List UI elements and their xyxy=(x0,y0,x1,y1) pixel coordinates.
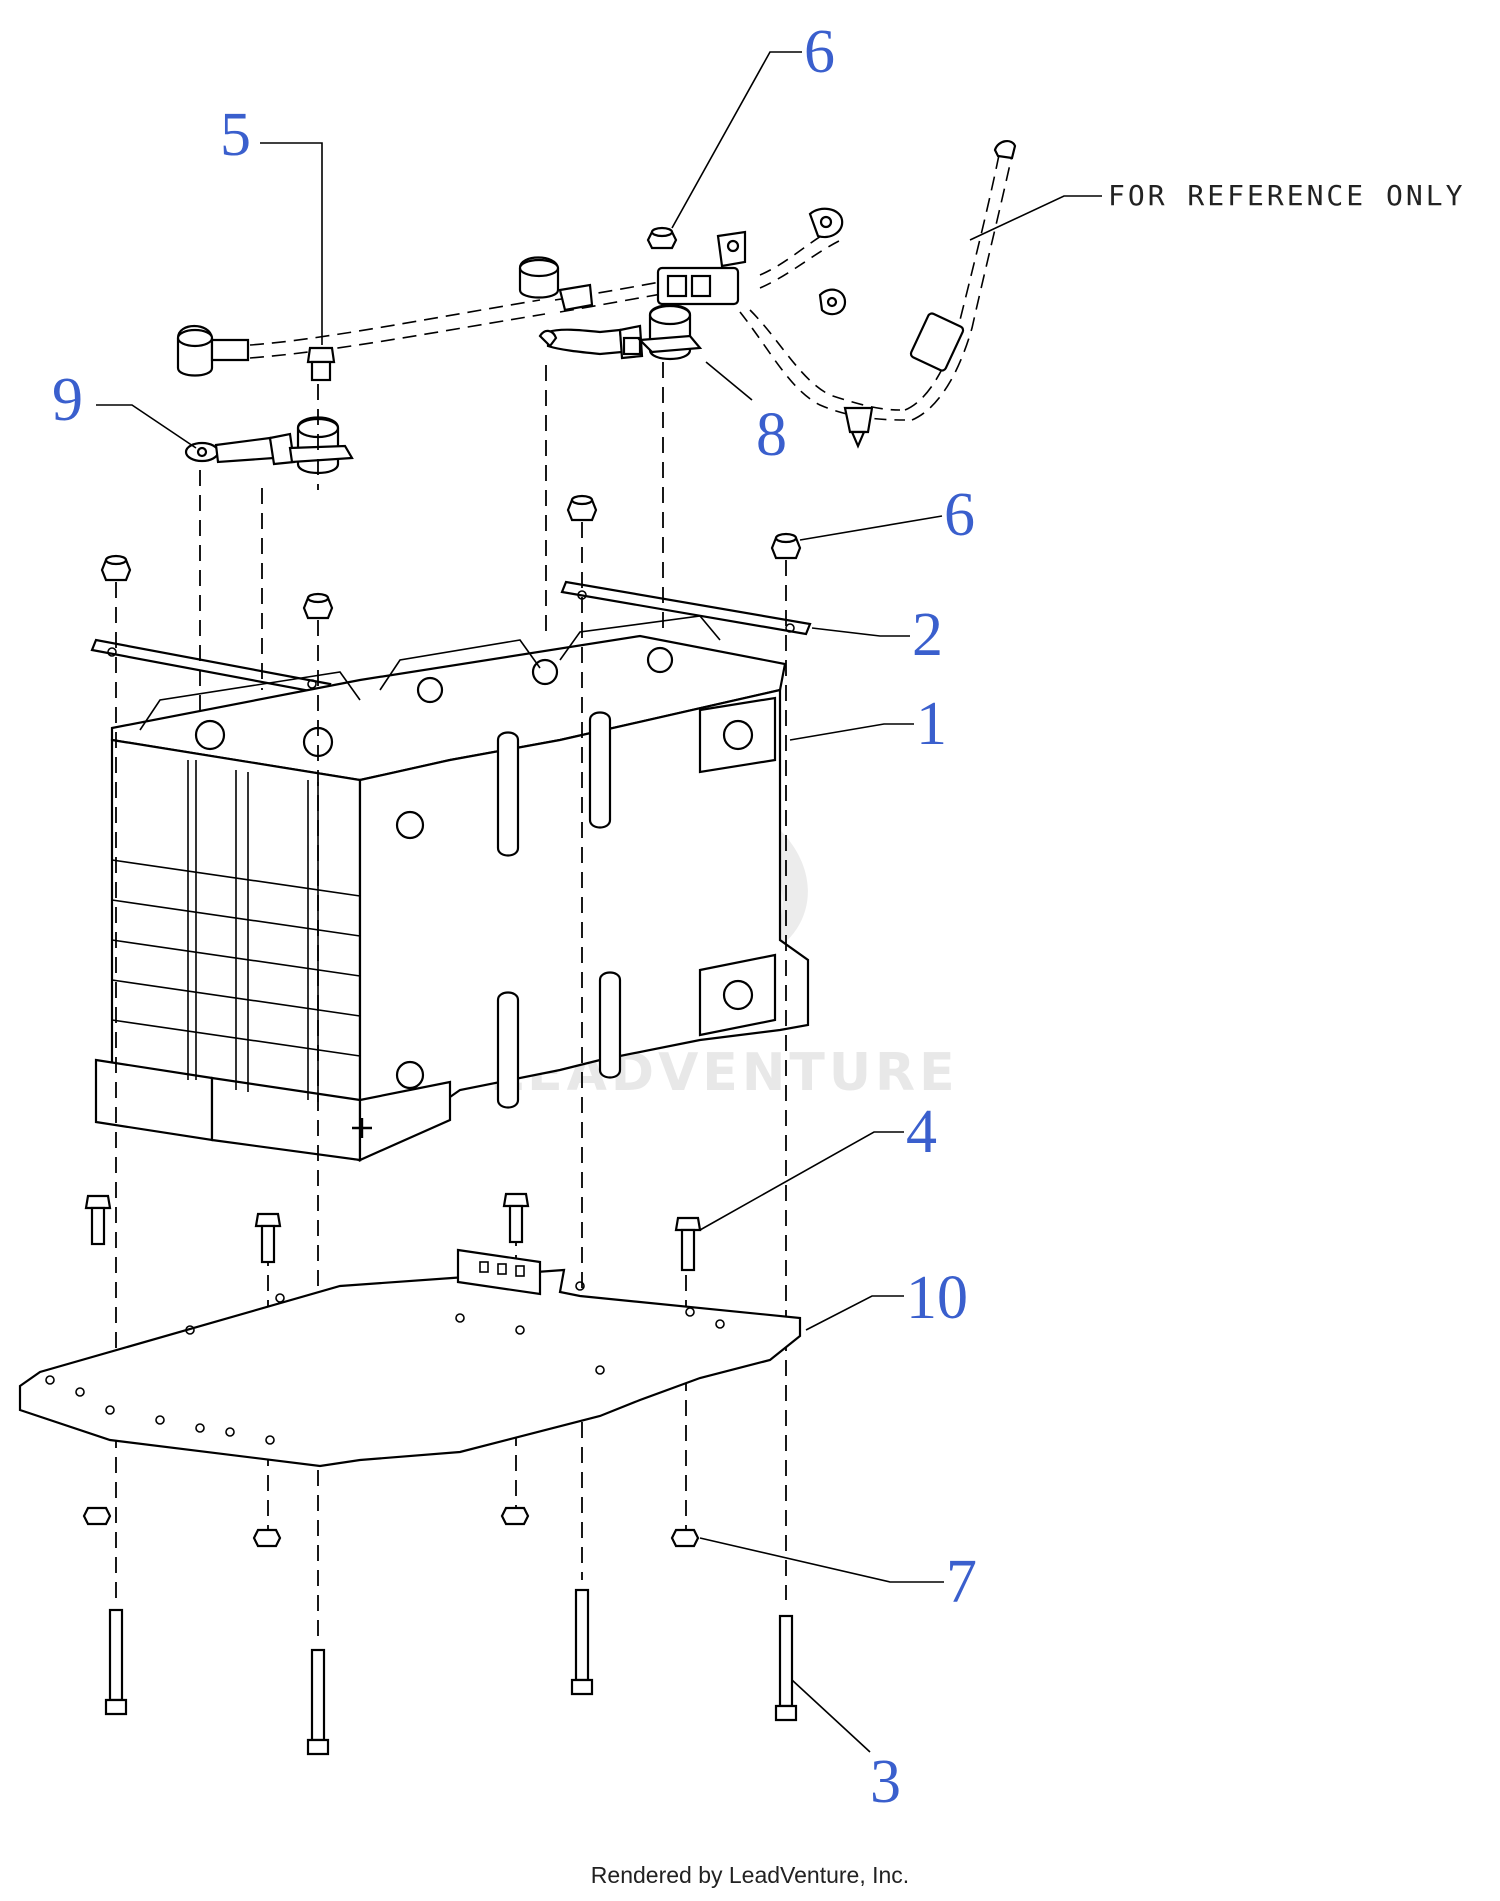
callout-4: 4 xyxy=(906,1098,937,1166)
long-bolts-3 xyxy=(104,1588,798,1756)
callout-1: 1 xyxy=(916,690,947,758)
leader-lines xyxy=(96,51,1102,1753)
callout-7: 7 xyxy=(946,1548,977,1616)
wire-harness xyxy=(176,140,1017,449)
callout-5: 5 xyxy=(220,101,251,169)
battery-pack xyxy=(94,615,810,1163)
callouts: 6 5 9 8 6 2 1 4 10 7 3 FOR REFERENCE ONL… xyxy=(52,18,1465,1816)
callout-6-top: 6 xyxy=(804,18,835,86)
callout-9: 9 xyxy=(52,366,83,434)
bolts-4 xyxy=(84,1192,702,1272)
hold-down-nuts xyxy=(100,494,802,620)
callout-10: 10 xyxy=(906,1264,968,1332)
battery-tray xyxy=(18,1248,802,1468)
callout-3: 3 xyxy=(870,1748,901,1816)
nuts-7 xyxy=(82,1506,700,1548)
hold-down-bars xyxy=(90,580,812,696)
footer-credit: Rendered by LeadVenture, Inc. xyxy=(590,1862,910,1888)
reference-note: FOR REFERENCE ONLY xyxy=(1108,179,1465,212)
callout-8: 8 xyxy=(756,401,787,469)
callout-6: 6 xyxy=(944,481,975,549)
callout-2: 2 xyxy=(912,601,943,669)
